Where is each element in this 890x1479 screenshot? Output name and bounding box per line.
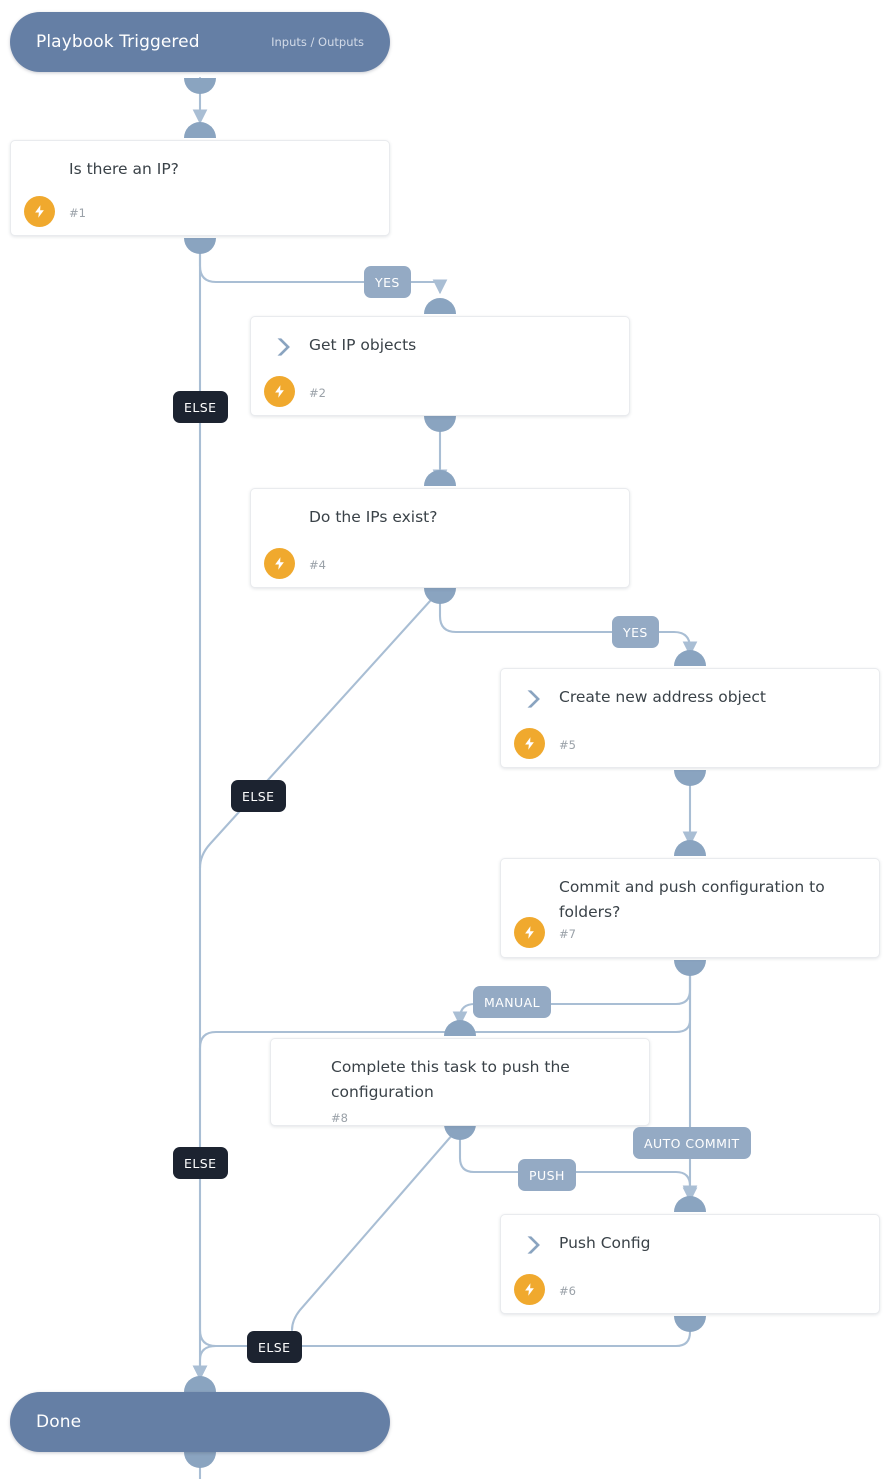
chevron-icon: [521, 686, 547, 712]
port-n2-top: [424, 298, 456, 314]
node-card-n5[interactable]: Create new address object #5: [500, 668, 880, 768]
node-title: Complete this task to push the configura…: [331, 1058, 570, 1102]
edge-label-text: YES: [375, 274, 400, 290]
edge-label-text: ELSE: [242, 788, 275, 804]
port-n6-bottom: [674, 1316, 706, 1332]
lightning-bolt-icon: [514, 1274, 545, 1305]
diamond-icon: [271, 506, 297, 532]
edge-label-else-n8[interactable]: ELSE: [247, 1331, 302, 1363]
port-n1-top: [184, 122, 216, 138]
edge-label-else-n7[interactable]: ELSE: [173, 1147, 228, 1179]
port-n7-top: [674, 840, 706, 856]
node-title: Do the IPs exist?: [309, 508, 438, 526]
end-node-title: Done: [36, 1412, 82, 1432]
port-n4-bottom: [424, 588, 456, 604]
node-number: #8: [331, 1111, 348, 1125]
edge-label-text: ELSE: [184, 399, 217, 415]
node-title: Push Config: [559, 1234, 651, 1252]
node-number: #6: [559, 1284, 576, 1298]
lightning-bolt-icon: [264, 376, 295, 407]
node-card-n6[interactable]: Push Config #6: [500, 1214, 880, 1314]
edge-label-else-n4[interactable]: ELSE: [231, 780, 286, 812]
edge-n8-else-diagonal: [290, 1124, 462, 1332]
start-node-subtitle: Inputs / Outputs: [271, 35, 364, 49]
lightning-bolt-icon: [514, 917, 545, 948]
edge-n4-else-diagonal: [198, 588, 442, 870]
edge-label-text: MANUAL: [484, 994, 541, 1010]
diamond-icon: [293, 1057, 319, 1083]
port-n6-top: [674, 1196, 706, 1212]
start-node[interactable]: Playbook Triggered Inputs / Outputs: [10, 12, 390, 72]
port-done-bottom: [184, 1452, 216, 1468]
node-number: #5: [559, 738, 576, 752]
diamond-icon: [521, 876, 547, 902]
port-done-top: [184, 1376, 216, 1392]
port-n8-bottom: [444, 1124, 476, 1140]
node-card-n8[interactable]: Complete this task to push the configura…: [270, 1038, 650, 1126]
edge-label-text: PUSH: [529, 1167, 565, 1183]
node-number: #2: [309, 386, 326, 400]
edge-label-push[interactable]: PUSH: [518, 1159, 576, 1191]
node-title: Commit and push configuration to folders…: [559, 878, 825, 922]
lightning-bolt-icon: [24, 196, 55, 227]
chevron-icon: [271, 334, 297, 360]
node-title: Create new address object: [559, 688, 766, 706]
edge-label-else-n1[interactable]: ELSE: [173, 391, 228, 423]
edge-label-text: ELSE: [184, 1155, 217, 1171]
node-number: #7: [559, 927, 576, 941]
node-number: #1: [69, 206, 86, 220]
port-n4-top: [424, 470, 456, 486]
edge-label-text: YES: [623, 624, 648, 640]
lightning-bolt-icon: [264, 548, 295, 579]
node-card-n4[interactable]: Do the IPs exist? #4: [250, 488, 630, 588]
port-n7-bottom: [674, 960, 706, 976]
port-n8-top: [444, 1020, 476, 1036]
lightning-bolt-icon: [514, 728, 545, 759]
edge-label-yes-n1[interactable]: YES: [364, 266, 411, 298]
node-card-n7[interactable]: Commit and push configuration to folders…: [500, 858, 880, 958]
edge-label-manual[interactable]: MANUAL: [473, 986, 552, 1018]
edge-label-yes-n4[interactable]: YES: [612, 616, 659, 648]
node-card-n1[interactable]: Is there an IP? #1: [10, 140, 390, 236]
node-title: Is there an IP?: [69, 160, 179, 178]
start-node-title: Playbook Triggered: [36, 32, 200, 52]
port-n5-top: [674, 650, 706, 666]
end-node[interactable]: Done: [10, 1392, 390, 1452]
port-n1-bottom: [184, 238, 216, 254]
chevron-icon: [521, 1232, 547, 1258]
port-start-bottom: [184, 78, 216, 94]
port-n2-bottom: [424, 416, 456, 432]
node-title: Get IP objects: [309, 336, 417, 354]
node-number: #4: [309, 558, 326, 572]
edge-label-text: AUTO COMMIT: [644, 1135, 740, 1151]
port-n5-bottom: [674, 770, 706, 786]
edge-label-auto-commit[interactable]: AUTO COMMIT: [633, 1127, 751, 1159]
edge-label-text: ELSE: [258, 1339, 291, 1355]
node-card-n2[interactable]: Get IP objects #2: [250, 316, 630, 416]
diamond-icon: [31, 158, 57, 184]
